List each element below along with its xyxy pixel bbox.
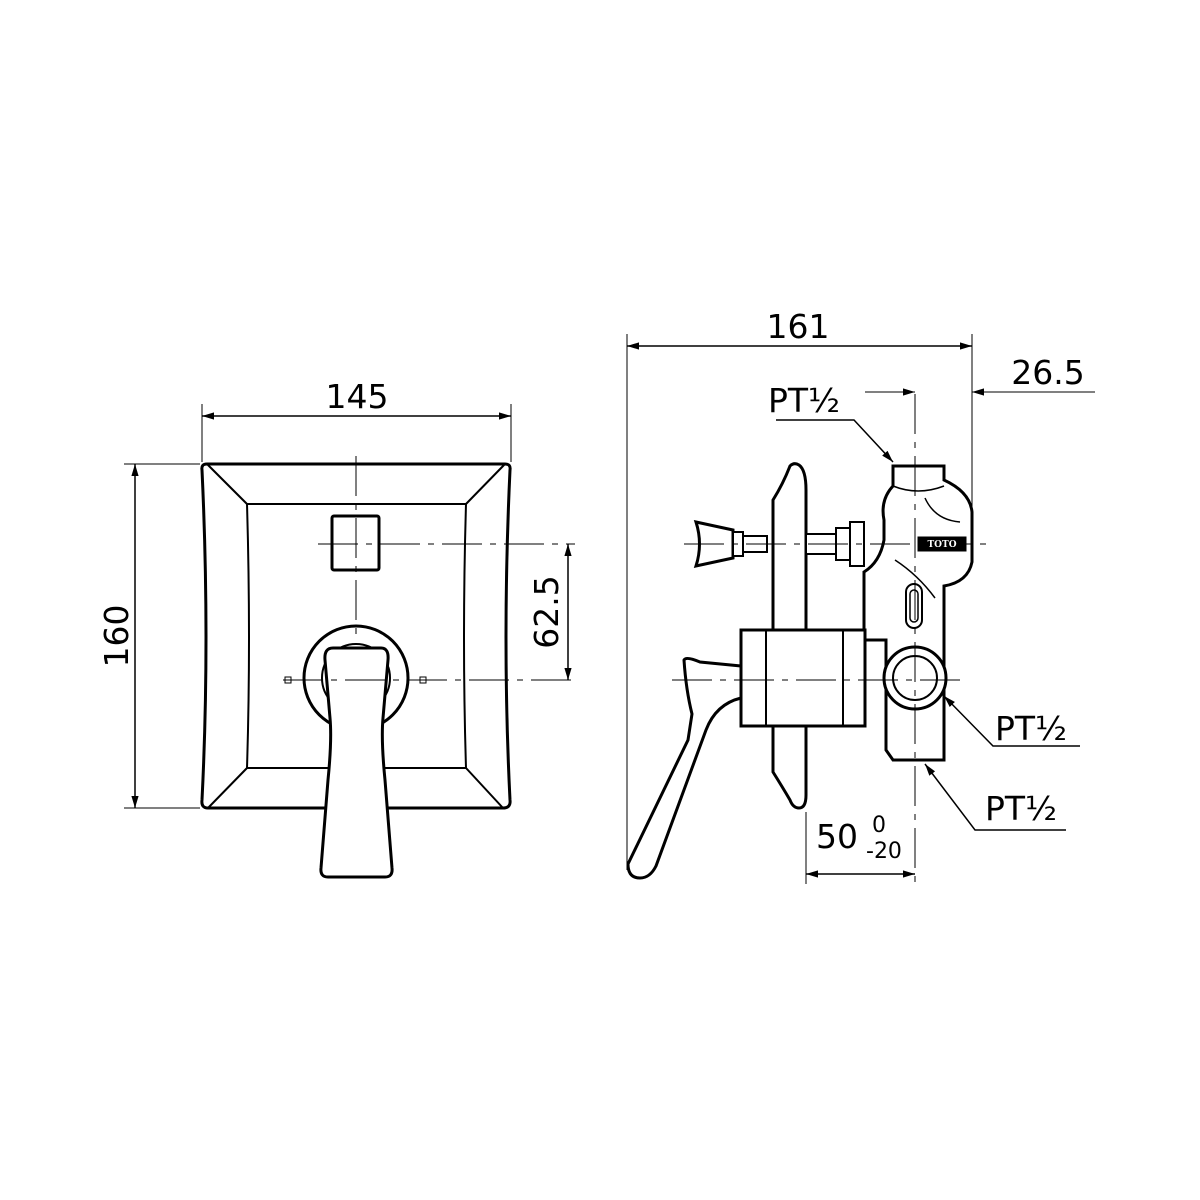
lever-handle <box>319 646 394 879</box>
dim-tolerance-upper: 0 <box>872 813 886 838</box>
label-bottom-port: PT½ <box>985 789 1057 828</box>
dim-tolerance-lower: -20 <box>866 839 902 864</box>
leader-bottom-port <box>924 763 1066 831</box>
cartridge-housing <box>739 628 867 728</box>
dim-label-height: 160 <box>97 605 136 668</box>
dim-label-center-offset: 62.5 <box>527 575 566 648</box>
brand-logo: TOTO <box>927 540 956 550</box>
dim-label-wall-depth: 50 <box>816 817 858 856</box>
label-top-port: PT½ <box>768 381 840 420</box>
front-view <box>124 404 575 879</box>
side-view <box>626 334 1095 886</box>
label-mid-port: PT½ <box>995 709 1067 748</box>
dim-label-depth: 161 <box>767 307 830 346</box>
dim-label-width: 145 <box>326 377 389 416</box>
leader-top-port <box>776 419 894 463</box>
leader-mid-port <box>943 695 1080 747</box>
dim-label-outlet-offset: 26.5 <box>1011 353 1084 392</box>
side-lever-handle <box>626 656 743 880</box>
